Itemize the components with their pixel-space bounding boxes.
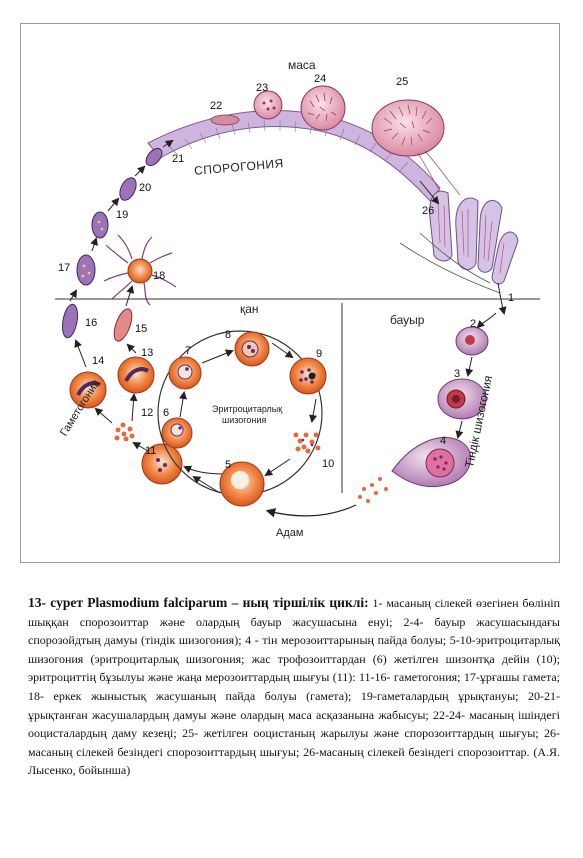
stage-21 [145,147,163,167]
label-kan: қан [240,302,259,316]
stage-number-19: 19 [116,209,129,221]
stage-12-merozoites [114,422,135,442]
stage-19 [91,211,109,239]
stage-number-1: 1 [508,292,515,304]
stage-number-20: 20 [139,182,152,194]
caption-text: 1- масаның сілекей өзегінен бөлініп шыққ… [28,596,561,778]
stage-14 [69,371,107,409]
stage-number-5: 5 [225,459,232,471]
figure-caption: 13- сурет Plasmodium falciparum – ның ті… [28,594,560,780]
label-erythrocytic-2: шизогония [222,415,267,425]
stage-number-14: 14 [92,355,105,367]
stage-number-7: 7 [185,345,192,357]
label-adam: Адам [276,527,304,539]
stomach-cells [169,119,409,172]
stage-number-15: 15 [135,323,148,335]
stage-11 [141,443,183,485]
stage-number-9: 9 [316,348,323,360]
label-masa: маса [288,58,316,72]
stage-13 [117,356,155,394]
stage-number-18: 18 [153,270,166,282]
stage-4-liver-schizont [391,437,472,488]
stage-15 [113,308,133,342]
stage-number-10: 10 [322,458,335,470]
stage-number-8: 8 [225,329,232,341]
stage-number-6: 6 [163,407,170,419]
stage-number-2: 2 [470,318,477,330]
stage-number-16: 16 [85,317,98,329]
stage-9 [289,357,327,395]
stage-number-25: 25 [396,76,409,88]
sporozoites-25 [383,104,433,146]
stage-number-23: 23 [256,82,269,94]
stage-number-24: 24 [314,73,327,85]
stage-number-17: 17 [58,262,71,274]
stage-number-3: 3 [454,368,461,380]
stage-number-13: 13 [141,347,154,359]
oocyst-23 [253,90,283,120]
tissue-merozoites [358,477,388,503]
stage-number-4: 4 [440,435,447,447]
life-cycle-diagram [55,85,540,518]
stage-number-22: 22 [210,100,223,112]
figure-frame [20,23,560,563]
oocyst-22 [210,114,240,126]
stage-18-exflagellation [103,234,177,306]
salivary-gland-26 [429,190,519,285]
caption-title: 13- сурет Plasmodium falciparum – ның ті… [28,595,369,610]
stage-17 [76,254,96,286]
stage-number-26: 26 [422,205,435,217]
stage-20 [119,177,137,201]
stage-16 [62,303,78,339]
label-bauyr: бауыр [390,313,425,327]
oocyst-24 [300,85,346,131]
stage-number-21: 21 [172,153,185,165]
stage-10-rupture [293,432,321,454]
stage-number-12: 12 [141,407,154,419]
oocyst-25 [371,99,445,157]
label-erythrocytic-1: Эритроцитарлық [212,404,283,414]
stage-number-11: 11 [145,445,157,457]
